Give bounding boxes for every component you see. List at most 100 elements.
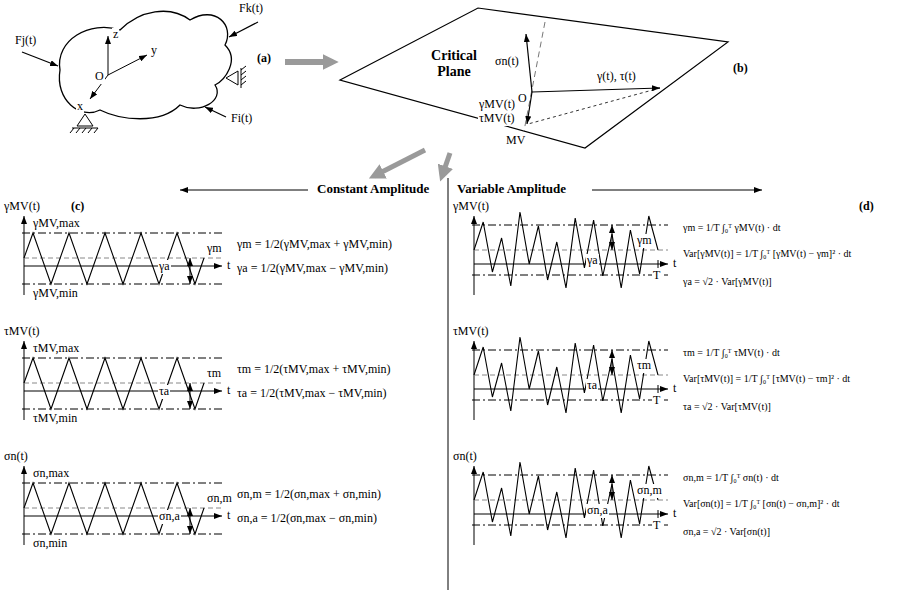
force-arrow	[229, 22, 258, 37]
amplitude-arrow	[190, 258, 191, 284]
plot-label: t	[226, 384, 231, 398]
max-line	[22, 358, 222, 359]
t-axis	[24, 266, 222, 267]
projection-line	[528, 88, 660, 124]
node-label: x	[76, 100, 84, 114]
plot-label: Var[γMV(t)] = 1/T ∫₀ᵀ [γMV(t) − γm]² · d…	[682, 248, 852, 260]
amp-line	[472, 400, 668, 401]
branch-arrow	[374, 150, 425, 176]
mean-line	[24, 508, 222, 509]
plot-label: τMV(t)	[452, 325, 489, 339]
z-axis	[108, 36, 109, 75]
plot-label: σn,m = 1/T ∫₀ᵀ σn(t) · dt	[682, 472, 780, 484]
node-label: (a)	[256, 52, 272, 66]
plot-label: γa	[586, 254, 599, 268]
amp-line	[472, 525, 668, 526]
plot-label: γMV(t)	[452, 200, 490, 214]
y-axis	[108, 55, 147, 75]
section-heading: Constant Amplitude	[316, 182, 430, 197]
min-line	[22, 409, 222, 410]
divider	[448, 178, 449, 590]
plot-label: t	[226, 509, 231, 523]
plot-label: σn,a = 1/2(σn,max − σn,min)	[236, 512, 378, 526]
min-line	[22, 534, 222, 535]
plot-label: γMV,max	[32, 217, 81, 231]
branch-arrow	[442, 153, 450, 176]
y-axis	[474, 466, 475, 545]
plot-label: γMV,min	[32, 287, 79, 301]
plot-label: τa	[586, 379, 598, 393]
force-arrow	[22, 52, 58, 66]
plot-label: σn(t)	[3, 450, 29, 464]
node-label: O	[517, 92, 528, 106]
t-axis	[474, 264, 668, 265]
y-axis	[474, 341, 475, 420]
flow-arrow	[285, 59, 333, 65]
header-arrow	[592, 190, 762, 191]
support-symbol	[70, 114, 98, 133]
body-region: (a) z yOx	[45, 2, 285, 130]
plot-label: t	[672, 507, 677, 521]
plot-label: γMV(t)	[3, 200, 41, 214]
mv-shear-arrow	[527, 92, 532, 124]
plot-label: γa	[158, 260, 171, 274]
mean-line	[24, 258, 222, 259]
period-tick	[658, 510, 659, 518]
plot-label: Var[τMV(t)] = 1/T ∫₀ᵀ [τMV(t) − τm]² · d…	[682, 373, 851, 385]
plot-label: T	[652, 519, 661, 533]
amplitude-arrow	[612, 225, 613, 250]
mean-line	[24, 383, 222, 384]
critical-plane	[340, 8, 728, 148]
t-axis	[24, 391, 222, 392]
t-axis	[474, 514, 668, 515]
critical-plane-box: Critical Planeσn(t)Oγ(t), τ(t)γMV(t)τMV(…	[335, 4, 755, 152]
plot-label: τm = 1/T ∫₀ᵀ τMV(t) · dt	[682, 347, 781, 359]
max-line	[22, 483, 222, 484]
plot-label: σn,a	[158, 510, 181, 524]
plot-label: t	[672, 257, 677, 271]
plot-label: σn,min	[32, 537, 68, 551]
force-label: Fi(t)	[230, 112, 253, 126]
plot-label: γm = 1/2(γMV,max + γMV,min)	[236, 238, 393, 252]
plot-label: T	[652, 394, 661, 408]
min-line	[22, 284, 222, 285]
plot-label: t	[226, 259, 231, 273]
constant-wave	[24, 358, 204, 409]
random-wave	[474, 462, 658, 538]
period-tick	[658, 260, 659, 268]
random-wave	[474, 337, 658, 413]
y-axis	[474, 216, 475, 295]
plot-label: T	[652, 269, 661, 283]
node-label: (b)	[732, 62, 749, 76]
body-outline	[59, 11, 231, 118]
node-label: Critical Plane	[420, 48, 488, 80]
plot-label: τMV,max	[32, 342, 80, 356]
node-label: γ(t), τ(t)	[596, 70, 637, 84]
node-label: τMV(t)	[478, 112, 515, 126]
plot-label: σn,a	[586, 504, 609, 518]
plot-label: τMV(t)	[3, 325, 40, 339]
max-line	[22, 233, 222, 234]
force-arrow	[205, 107, 226, 117]
amp-line	[472, 275, 668, 276]
node-label: z	[112, 28, 119, 42]
plot-label: σn(t)	[452, 450, 478, 464]
node-label: MV	[505, 134, 526, 148]
shear-arrow	[532, 88, 660, 92]
plot-label: γa = √2 · Var[γMV(t)]	[682, 276, 773, 288]
plot-label: σn,max	[32, 467, 70, 481]
amplitude-arrow	[190, 508, 191, 534]
plot-label: τMV,min	[32, 412, 78, 426]
plot-label: Var[σn(t)] = 1/T ∫₀ᵀ [σn(t) − σn,m]² · d…	[682, 498, 840, 510]
t-axis	[474, 389, 668, 390]
plot-label: τm	[206, 367, 222, 381]
section-heading: Variable Amplitude	[456, 182, 567, 197]
node-label: σn(t)	[494, 55, 520, 69]
panel-tag: (c)	[70, 200, 85, 214]
node-label: O	[94, 70, 105, 84]
normal-stress-arrow	[526, 34, 532, 92]
random-wave	[474, 212, 658, 288]
plot-label: γm	[206, 242, 223, 256]
node-label: y	[150, 44, 158, 58]
plot-label: σn,m = 1/2(σn,max + σn,min)	[236, 488, 382, 502]
